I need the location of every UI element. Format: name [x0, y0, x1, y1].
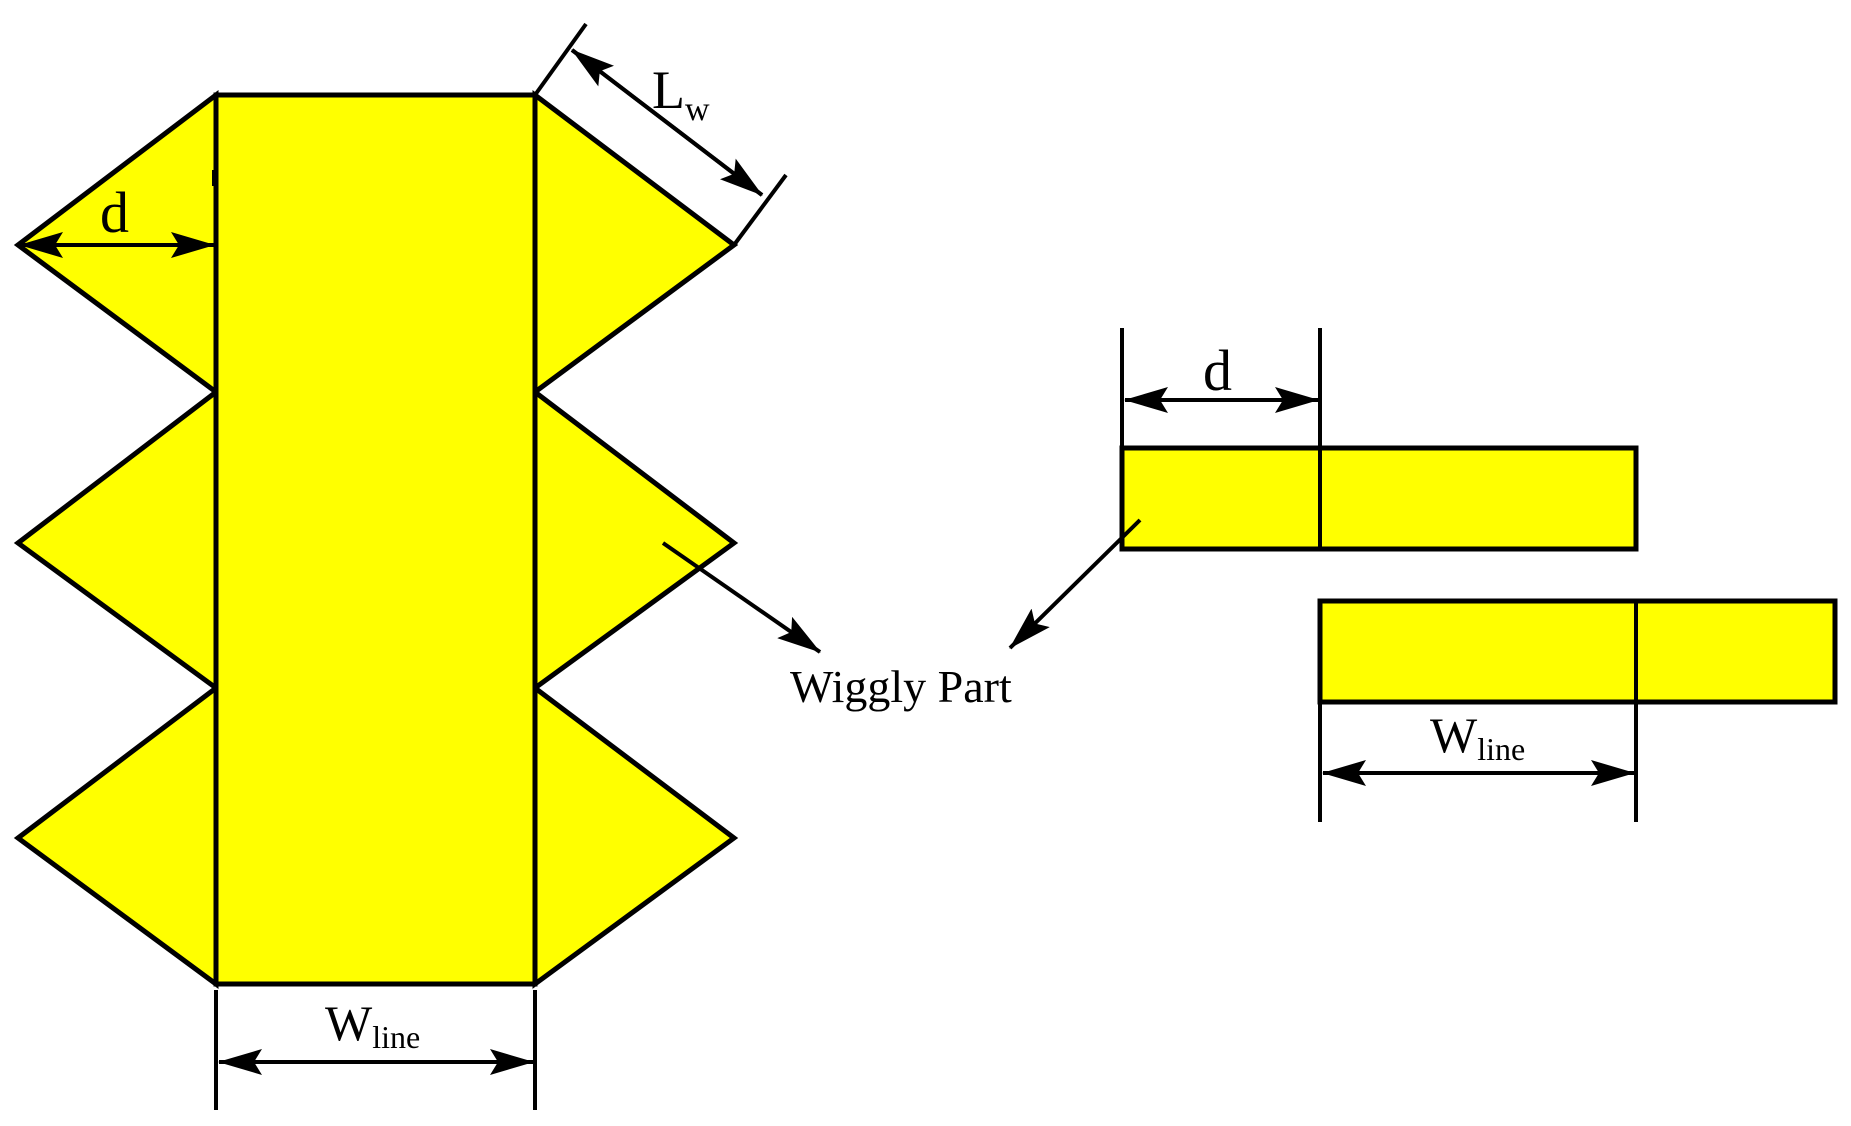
wiggly-pointer-right: [1008, 518, 1142, 650]
upper-strip: [1119, 445, 1639, 552]
center-strip: [213, 92, 538, 987]
wiggly-pointer-left: [661, 541, 822, 654]
right-tooth-top: [532, 89, 739, 397]
wiggly-part-annotation: Wiggly Part: [661, 518, 1142, 712]
wline-left-main: W: [325, 995, 373, 1051]
left-tooth-middle: [13, 386, 219, 693]
wline-right-sub: line: [1477, 731, 1525, 767]
overlap-structure: [1119, 445, 1838, 705]
d-label-right: d: [1203, 338, 1232, 403]
d-dimension-right: d: [1120, 328, 1322, 448]
right-tooth-bottom: [532, 682, 739, 989]
lower-strip: [1317, 598, 1838, 705]
d-dimension-left: d: [19, 170, 216, 258]
lw-label-main: L: [652, 60, 685, 120]
wline-right-main: W: [1430, 707, 1478, 763]
wline-label-left: Wline: [325, 995, 420, 1055]
right-tooth-middle: [532, 386, 739, 693]
wiggly-line-structure: [13, 89, 739, 989]
left-tooth-bottom: [13, 682, 219, 989]
lw-label: Lw: [652, 60, 710, 128]
wline-dimension-left: Wline: [214, 990, 537, 1110]
wline-dimension-right: Wline: [1318, 702, 1638, 822]
wline-label-right: Wline: [1430, 707, 1525, 767]
lw-dimension: Lw: [533, 22, 788, 247]
d-label-left: d: [100, 180, 129, 245]
wline-left-sub: line: [372, 1019, 420, 1055]
lw-label-sub: w: [685, 91, 710, 128]
wiggly-part-label: Wiggly Part: [790, 661, 1012, 712]
